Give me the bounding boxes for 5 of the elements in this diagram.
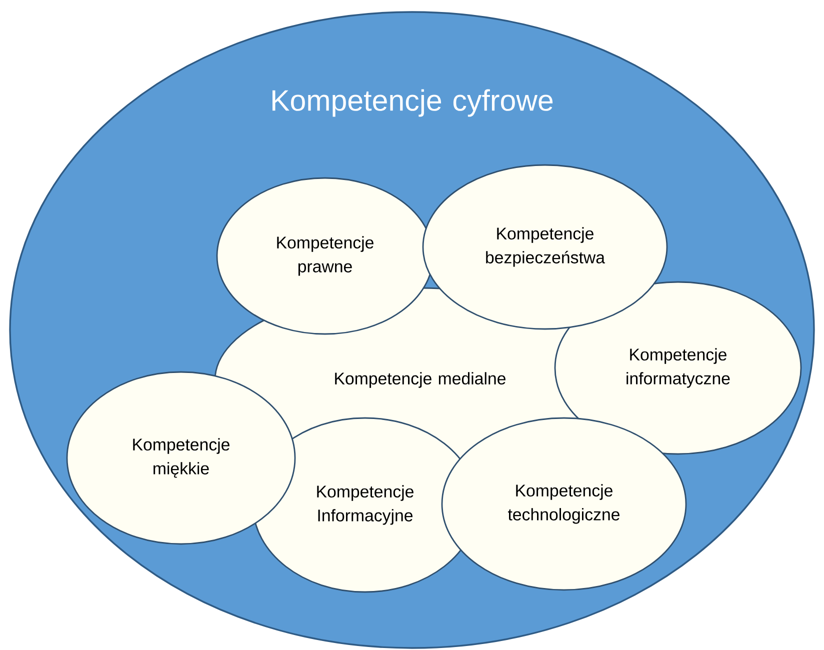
ellipse-node: Kompetencje miękkie: [66, 371, 296, 545]
ellipse-node: Kompetencje prawne: [216, 177, 434, 335]
ellipse-node: Kompetencje informatyczne: [554, 281, 802, 455]
ellipse-node: Kompetencje bezpieczeństwa: [422, 164, 668, 330]
ellipse-node: Kompetencje technologiczne: [441, 417, 687, 591]
